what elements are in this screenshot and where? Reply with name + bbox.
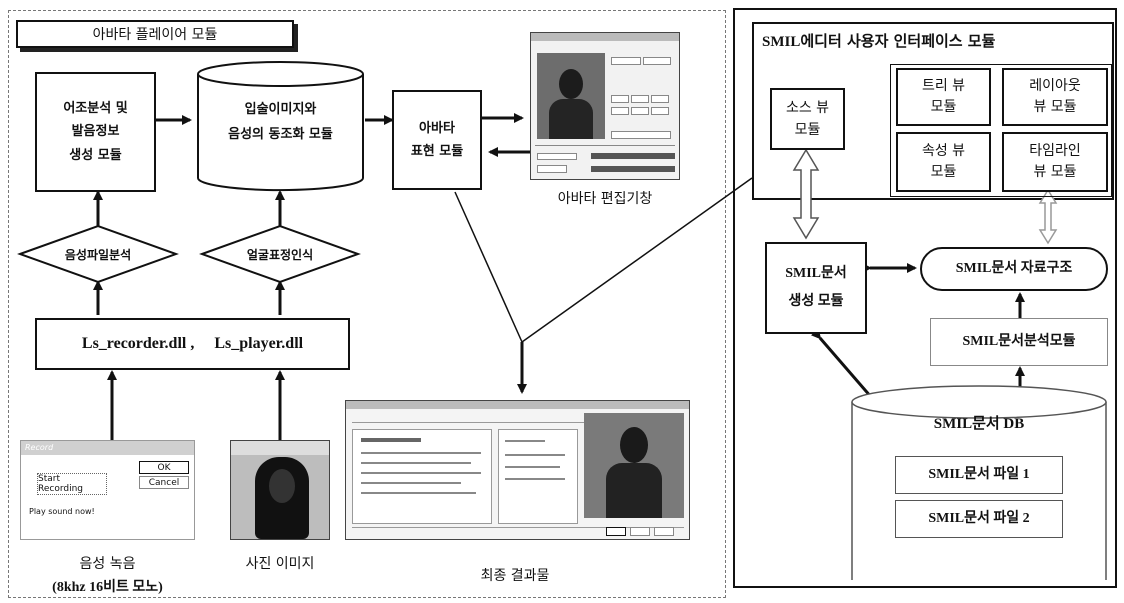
- voice-analysis-diamond: 음성파일분석: [64, 248, 132, 262]
- recorder-dialog-screenshot: Record Start Recording Play sound now! O…: [20, 440, 195, 540]
- result-text-panel: [352, 429, 492, 524]
- smil-data-structure-label: SMIL문서 자료구조: [955, 261, 1073, 277]
- source-view-module: 소스 뷰 모듈: [770, 88, 845, 150]
- source-view-label: 소스 뷰 모듈: [785, 99, 830, 138]
- attribute-view-module: 속성 뷰 모듈: [896, 132, 991, 192]
- final-result-screenshot: [345, 400, 690, 540]
- photo-image: [230, 440, 330, 540]
- editor-portrait: [537, 53, 605, 139]
- smil-analysis-module: SMIL문서분석모듈: [930, 318, 1108, 366]
- timeline-view-module: 타임라인 뷰 모듈: [1002, 132, 1108, 192]
- lipsync-module-cylinder: 입술이미지와 음성의 동조화 모듈: [196, 60, 365, 192]
- dll-label: Ls_recorder.dll , Ls_player.dll: [81, 334, 304, 352]
- voice-record-caption: 음성 녹음: [79, 556, 136, 572]
- avatar-editor-screenshot: [530, 32, 680, 180]
- smil-ui-module-title: SMIL에디터 사용자 인터페이스 모듈: [762, 30, 1107, 51]
- smil-file-1-label: SMIL문서 파일 1: [928, 467, 1030, 483]
- smil-generation-label: SMIL문서 생성 모듈: [785, 266, 847, 309]
- prosody-module-label: 어조분석 및 발음정보 생성 모듈: [63, 100, 128, 163]
- recorder-titlebar: Record: [21, 441, 194, 455]
- final-result-caption: 최종 결과물: [480, 568, 550, 584]
- avatar-player-title-text: 아바타 플레이어 모듈: [92, 27, 218, 43]
- result-avatar: [584, 413, 684, 518]
- smil-db-label: SMIL문서 DB: [933, 416, 1025, 432]
- start-recording-label: Start Recording: [37, 473, 107, 495]
- timeline-view-label: 타임라인 뷰 모듈: [1029, 143, 1081, 180]
- smil-file-2-label: SMIL문서 파일 2: [928, 511, 1030, 527]
- avatar-player-title: 아바타 플레이어 모듈: [16, 20, 294, 48]
- view-module-group: [890, 64, 1112, 197]
- recorder-ok-button[interactable]: OK: [139, 461, 189, 474]
- voice-record-sub-caption: (8khz 16비트 모노): [52, 580, 163, 595]
- avatar-editor-caption: 아바타 편집기창: [557, 191, 653, 207]
- avatar-player-panel: [8, 10, 726, 598]
- prosody-module-box: 어조분석 및 발음정보 생성 모듈: [35, 72, 156, 192]
- photo-caption: 사진 이미지: [245, 556, 315, 572]
- avatar-expression-box: 아바타 표현 모듈: [392, 90, 482, 190]
- smil-analysis-label: SMIL문서분석모듈: [962, 334, 1076, 350]
- smil-editor-panel: [733, 8, 1117, 588]
- layout-view-label: 레이아웃 뷰 모듈: [1029, 78, 1081, 115]
- smil-generation-module: SMIL문서 생성 모듈: [765, 242, 867, 334]
- editor-controls: [611, 53, 675, 143]
- avatar-expression-label: 아바타 표현 모듈: [410, 120, 464, 159]
- play-sound-label: Play sound now!: [29, 507, 95, 516]
- recorder-title: Record: [25, 443, 54, 452]
- smil-title-rest: 에디터 사용자 인터페이스 모듈: [800, 32, 996, 50]
- smil-file-1: SMIL문서 파일 1: [895, 456, 1063, 494]
- smil-file-2: SMIL문서 파일 2: [895, 500, 1063, 538]
- tree-view-module: 트리 뷰 모듈: [896, 68, 991, 126]
- smil-title-prefix: SMIL: [762, 34, 801, 50]
- tree-view-label: 트리 뷰 모듈: [921, 78, 966, 115]
- dll-box: Ls_recorder.dll , Ls_player.dll: [35, 318, 350, 370]
- layout-view-module: 레이아웃 뷰 모듈: [1002, 68, 1108, 126]
- smil-ui-module-frame: [752, 22, 1114, 200]
- recorder-cancel-button[interactable]: Cancel: [139, 476, 189, 489]
- result-list-panel: [498, 429, 578, 524]
- face-recognition-diamond: 얼굴표정인식: [246, 248, 314, 262]
- lipsync-module-label: 입술이미지와 음성의 동조화 모듈: [228, 102, 333, 142]
- editor-titlebar: [531, 33, 679, 41]
- attribute-view-label: 속성 뷰 모듈: [921, 143, 966, 180]
- smil-data-structure: SMIL문서 자료구조: [920, 247, 1108, 291]
